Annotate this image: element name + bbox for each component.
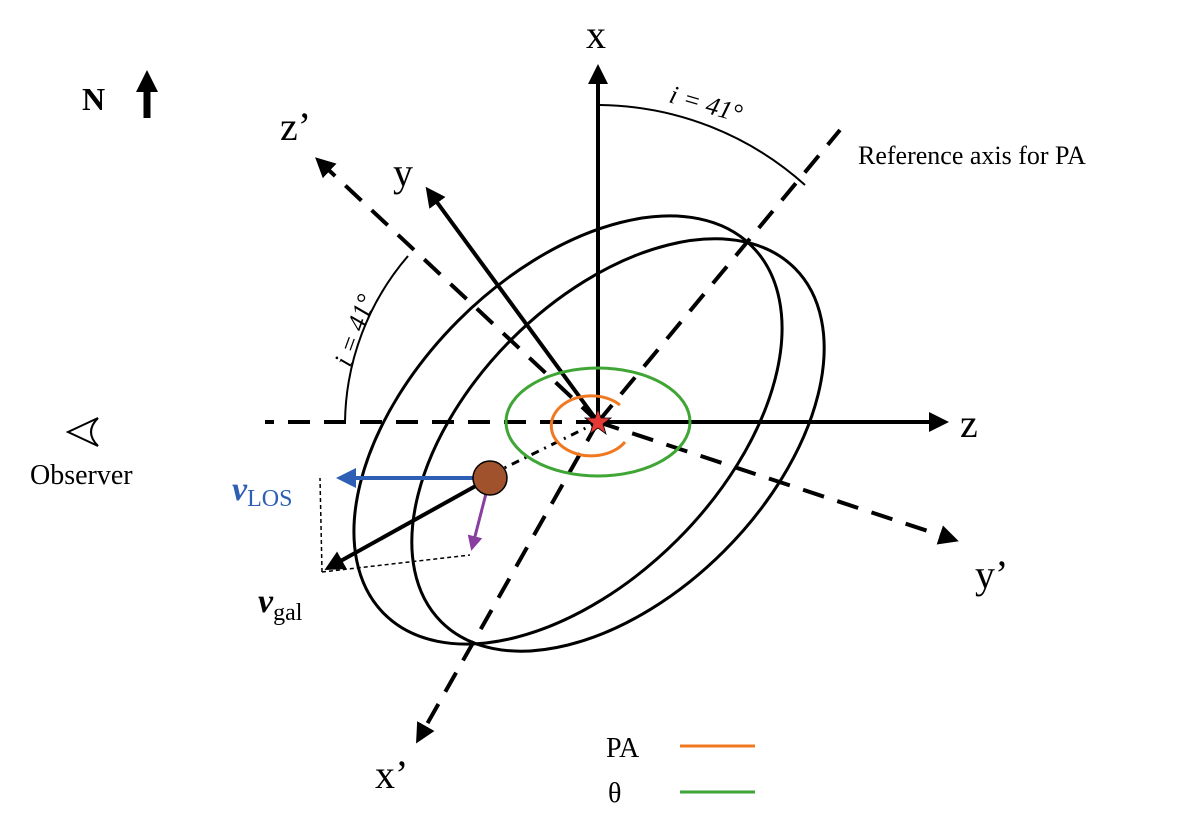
inclination-label-top: i = 41° (666, 80, 745, 128)
z-prime-axis (315, 157, 600, 424)
y-axis-label: y (393, 150, 413, 195)
legend-label-theta: θ (608, 778, 621, 809)
y-prime-axis (597, 420, 959, 545)
north-label: N (82, 81, 105, 117)
disk-front-face (352, 214, 784, 646)
primed-axes (265, 128, 959, 744)
center-star-icon (583, 407, 613, 436)
y-prime-axis-label: y’ (975, 552, 1008, 597)
v-gal-label: vgal (258, 583, 303, 626)
pa-arc (549, 394, 627, 458)
x-prime-axis (416, 421, 600, 744)
legend-item-pa: PA (606, 733, 755, 764)
reference-axis-label: Reference axis for PA (858, 141, 1086, 170)
projection-lines (319, 477, 471, 573)
observer-eye-icon (65, 417, 99, 447)
disk (352, 214, 826, 653)
reference-axis-line (596, 128, 842, 424)
arrow-up-icon (136, 70, 158, 118)
inclination-arc-left (344, 255, 409, 423)
v-los-label: vLOS (232, 471, 292, 512)
north-indicator: N (82, 70, 158, 118)
legend-item-theta: θ (608, 778, 755, 809)
z-prime-axis-label: z’ (280, 104, 311, 149)
legend: PA θ (606, 733, 755, 809)
y-axis (425, 186, 600, 424)
x-axis-label: x (586, 12, 606, 57)
particle-circle-icon (472, 460, 508, 496)
inclination-label-left: i = 41° (328, 290, 381, 370)
disk-back-face (410, 237, 826, 653)
v-gal-arrow (324, 476, 491, 570)
z-axis-label: z (960, 401, 978, 446)
observer-label: Observer (30, 460, 133, 491)
theta-arc (504, 366, 692, 478)
legend-label-pa: PA (606, 733, 640, 764)
unprimed-axes (425, 64, 949, 432)
inclination-arc-top (599, 104, 806, 186)
x-prime-axis-label: x’ (375, 752, 408, 797)
